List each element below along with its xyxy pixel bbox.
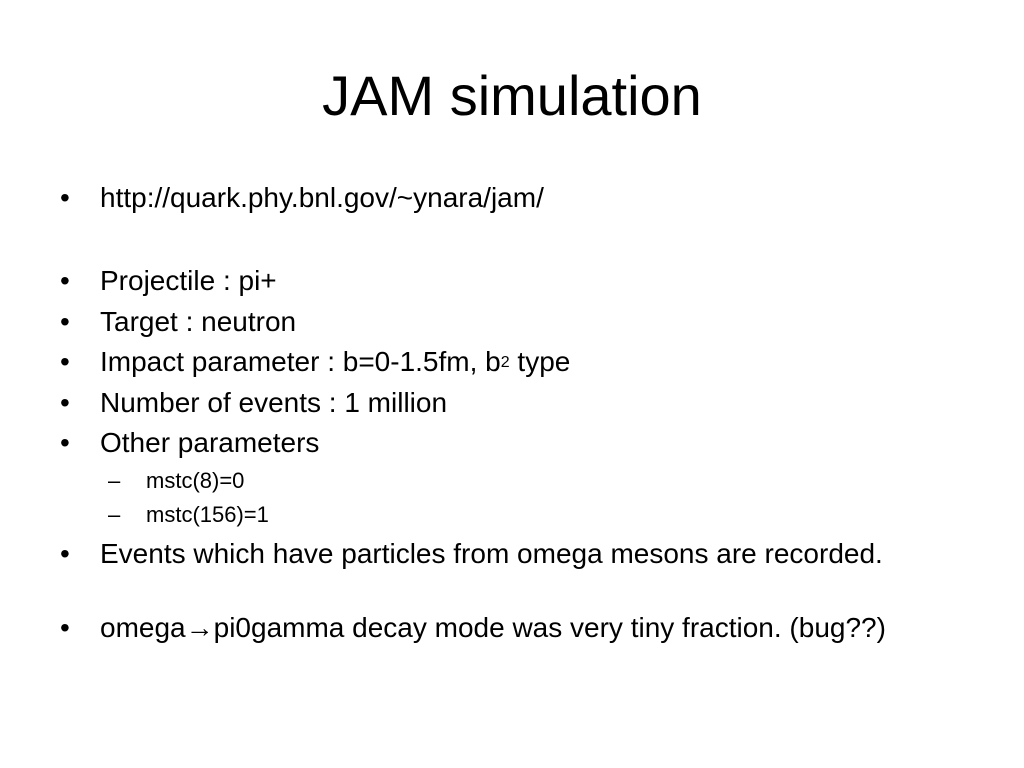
bullet-glyph: • [60,538,70,569]
bullet-text: http://quark.phy.bnl.gov/~ynara/jam/ [100,182,544,213]
sub-bullet-glyph: – [108,502,121,527]
bullet-text: Target : neutron [100,306,297,337]
bullet-glyph: • [60,427,70,458]
bullet-text: Impact parameter : b=0-1.5fm, b2 type [100,346,960,378]
bullet-text: omega→pi0gamma decay mode was very tiny … [100,612,960,644]
bullet-glyph: • [60,387,70,418]
bullet-text: Number of events : 1 million [100,387,448,418]
sub-bullet-text: mstc(156)=1 [146,502,269,527]
bullet-text: Other parameters [100,427,320,458]
bullet-text: Projectile : pi+ [100,265,277,296]
impact-text-before: Impact parameter : b=0-1.5fm, b [100,346,501,377]
bullet-glyph: • [60,265,70,296]
bullet-glyph: • [60,346,70,377]
omega-text: omega [100,612,186,643]
decay-text: pi0gamma decay mode was very tiny fracti… [213,612,886,643]
impact-text-after: type [509,346,571,377]
bullet-glyph: • [60,306,70,337]
bullet-glyph: • [60,612,70,643]
sub-bullet-glyph: – [108,468,121,493]
bullet-glyph: • [60,182,70,213]
sub-bullet-text: mstc(8)=0 [146,468,245,493]
bullet-text: Events which have particles from omega m… [100,538,883,569]
superscript-2: 2 [500,354,510,371]
slide-title: JAM simulation [322,64,702,127]
right-arrow-icon: → [185,612,214,643]
